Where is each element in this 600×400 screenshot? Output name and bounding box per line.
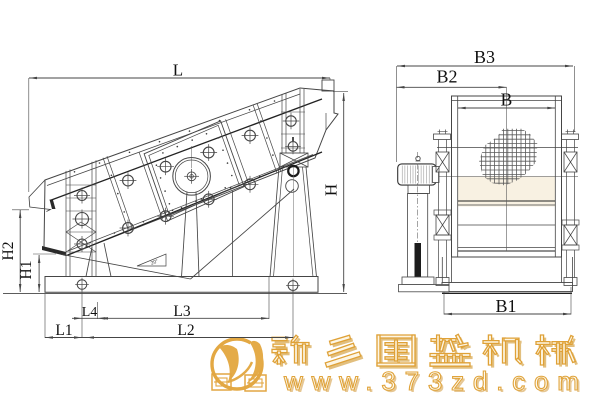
svg-text:B3: B3: [474, 47, 495, 67]
svg-text:H: H: [322, 184, 341, 196]
svg-text:H2: H2: [0, 242, 17, 261]
svg-text:L4: L4: [82, 305, 98, 320]
svg-text:L2: L2: [177, 322, 194, 339]
svg-text:L: L: [173, 61, 183, 80]
svg-text:20°: 20°: [150, 258, 159, 266]
svg-text:B: B: [501, 90, 513, 110]
svg-text:L3: L3: [173, 303, 190, 320]
svg-text:H1: H1: [18, 261, 35, 280]
svg-text:B1: B1: [495, 296, 516, 316]
svg-text:B2: B2: [436, 67, 457, 87]
svg-text:L1: L1: [55, 322, 72, 339]
